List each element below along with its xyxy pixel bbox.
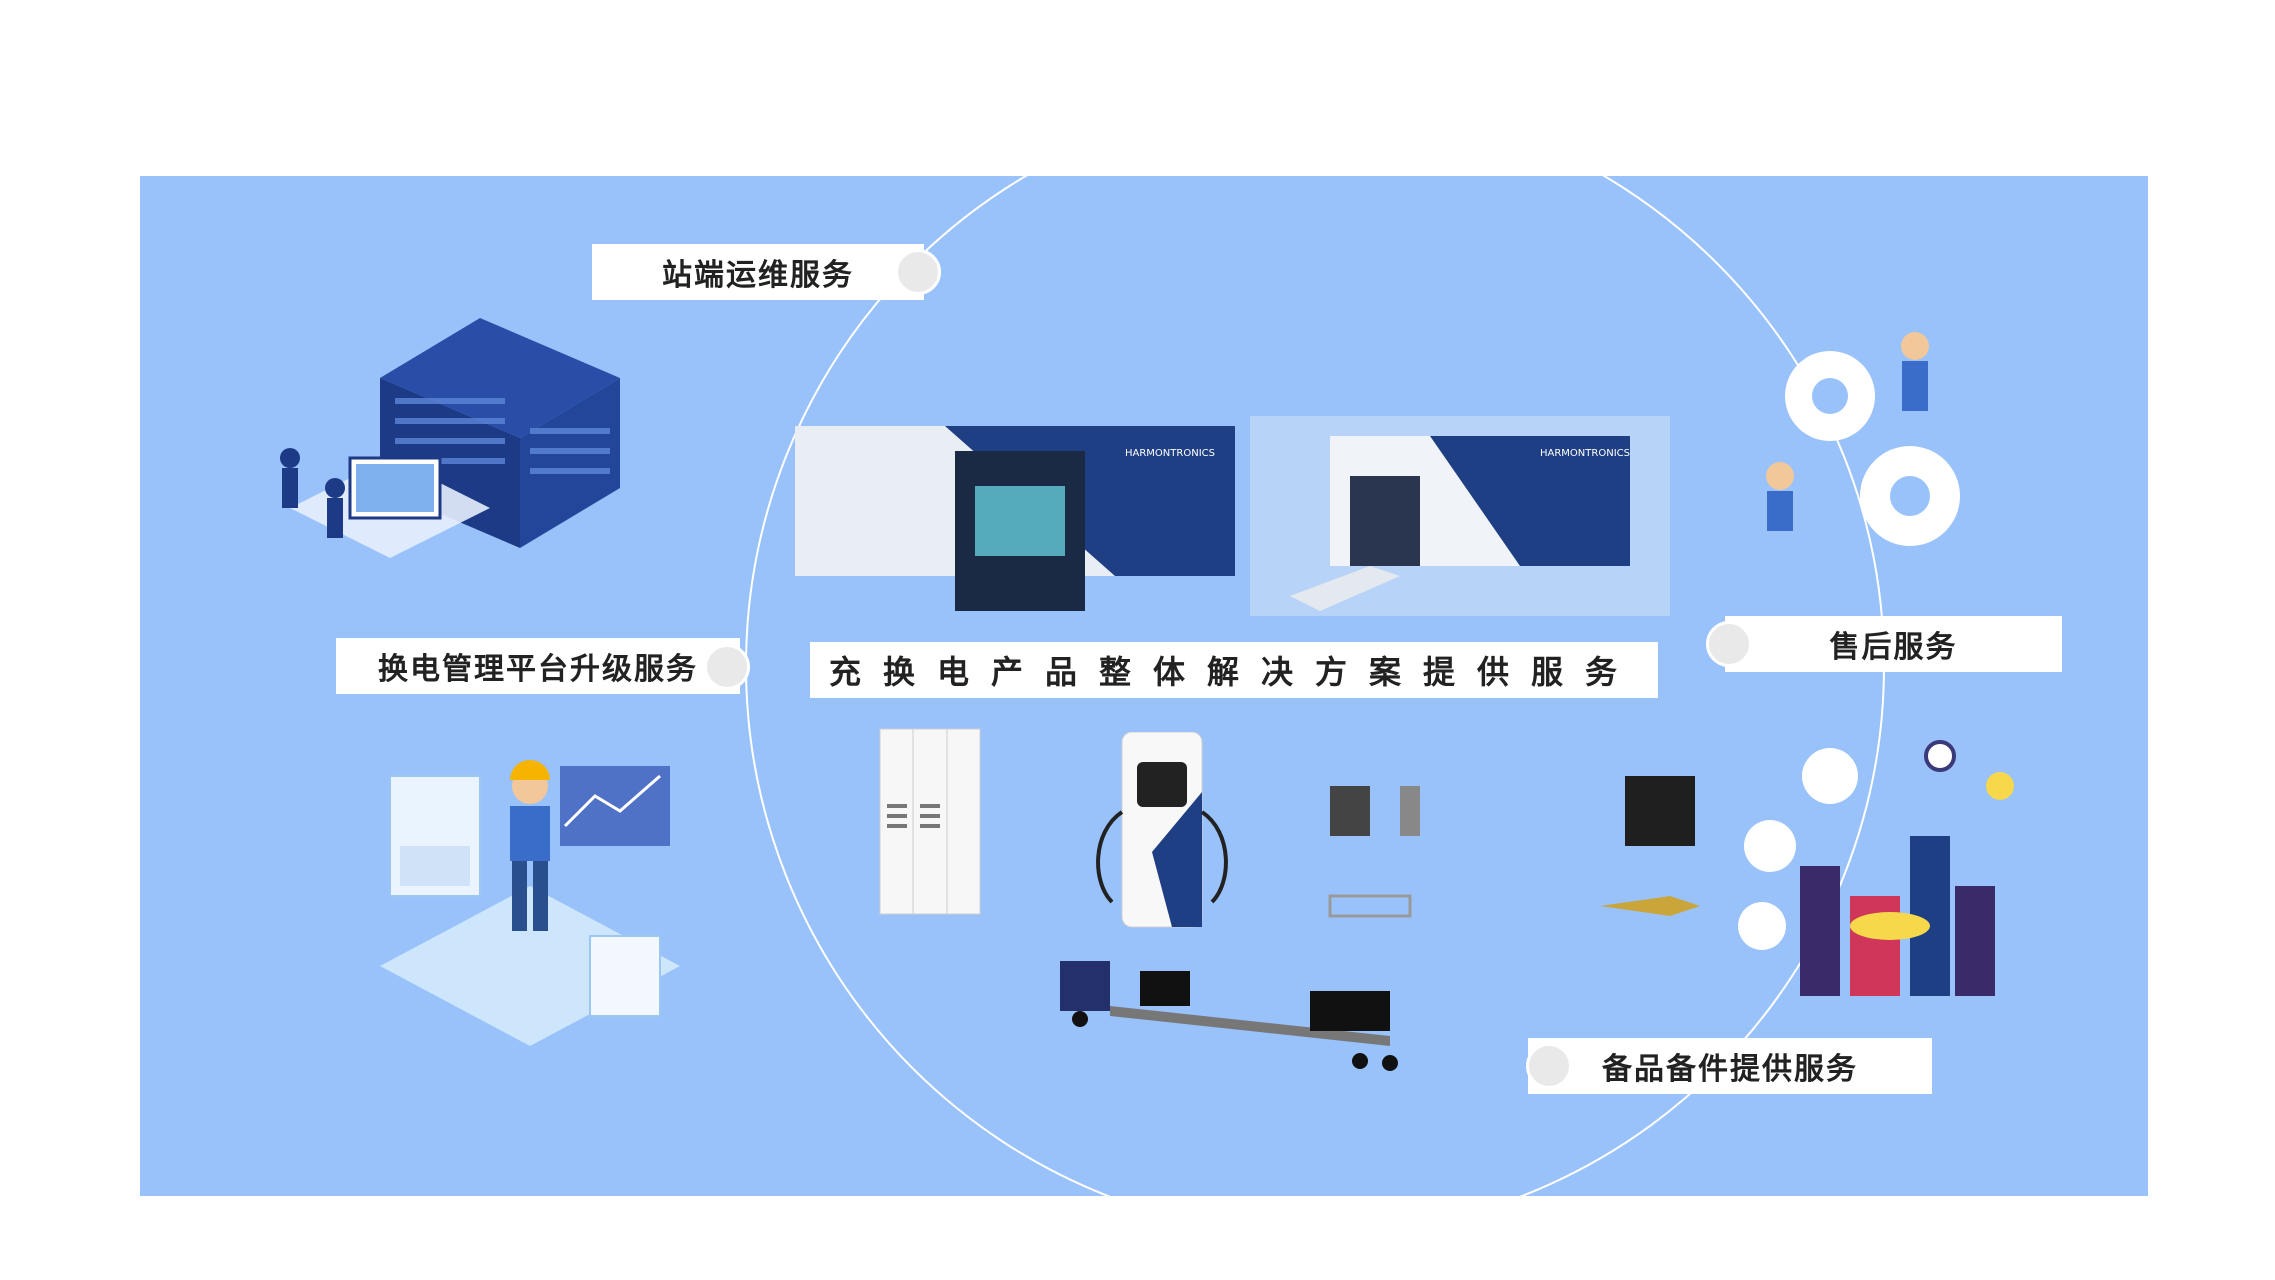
label-solution: 充换电产品整体解决方案提供服务 <box>810 642 1658 698</box>
parts-illustration <box>1328 776 1700 918</box>
swap-station-1-illustration: HARMONTRONICS <box>795 426 1235 611</box>
service-circle <box>745 176 1885 1196</box>
station-ops-dot <box>895 249 941 295</box>
brand-text-1: HARMONTRONICS <box>1125 448 1215 459</box>
swap-station-2-illustration: HARMONTRONICS <box>1250 416 1670 616</box>
brand-text-2: HARMONTRONICS <box>1540 448 1630 459</box>
platform-worker-illustration <box>380 760 680 1046</box>
diagram-panel: 站端运维服务 换电管理平台升级服务 充换电产品整体解决方案提供服务 售后服务 备… <box>140 176 2148 1196</box>
label-platform-upgrade-text: 换电管理平台升级服务 <box>378 652 698 687</box>
after-sales-dot <box>1706 621 1752 667</box>
label-after-sales: 售后服务 <box>1725 616 2062 672</box>
factory-illustration <box>1738 740 2014 996</box>
charger-illustration <box>1096 732 1228 928</box>
battery-cabinet-illustration <box>879 728 981 915</box>
server-racks-illustration <box>280 318 620 558</box>
label-solution-text: 充换电产品整体解决方案提供服务 <box>828 653 1639 691</box>
label-after-sales-text: 售后服务 <box>1829 630 1958 665</box>
truck-illustration <box>1060 961 1398 1071</box>
spare-parts-dot <box>1526 1043 1572 1089</box>
label-spare-parts: 备品备件提供服务 <box>1528 1038 1932 1094</box>
label-station-ops-text: 站端运维服务 <box>662 258 854 293</box>
gears-workers-illustration <box>1766 332 1960 546</box>
label-platform-upgrade: 换电管理平台升级服务 <box>336 638 740 694</box>
label-spare-parts-text: 备品备件提供服务 <box>1602 1052 1858 1087</box>
label-station-ops: 站端运维服务 <box>592 244 924 300</box>
platform-upgrade-dot <box>704 644 750 690</box>
